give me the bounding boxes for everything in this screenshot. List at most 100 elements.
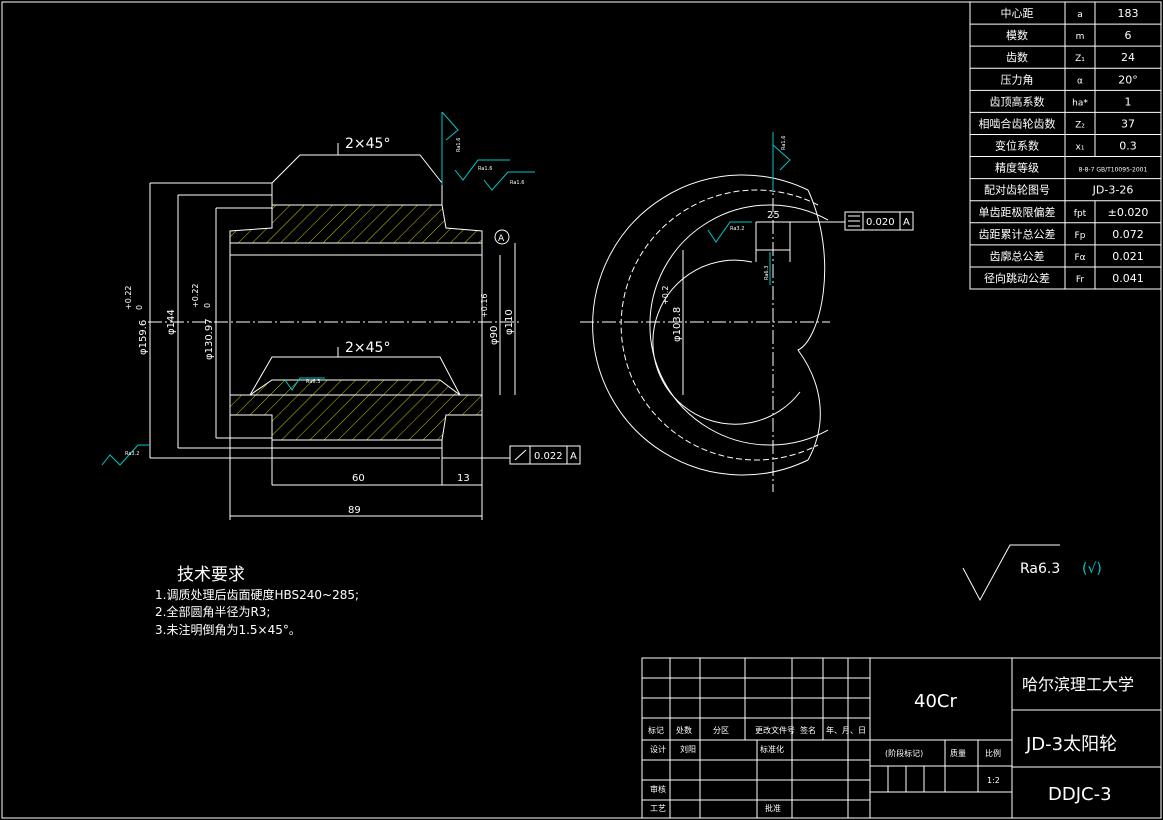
symmetry-value: 0.020	[866, 217, 895, 228]
design-label: 设计	[650, 744, 666, 754]
param-name: 变位系数	[995, 139, 1039, 153]
key-width-dim: 25	[767, 210, 780, 221]
param-value: 0.041	[1112, 272, 1144, 285]
dim-d4: φ90	[489, 326, 500, 345]
runout-value: 0.022	[534, 451, 563, 462]
param-name: 精度等级	[995, 161, 1039, 175]
param-value: 24	[1121, 51, 1135, 64]
roughness-symbol	[284, 377, 325, 391]
roughness-label: Ra3.2	[125, 451, 139, 457]
stage-label: (阶段标记)	[885, 748, 923, 758]
tech-requirements-title: 技术要求	[177, 565, 245, 585]
param-value: 0.021	[1112, 250, 1144, 263]
param-symbol: ha*	[1072, 98, 1088, 108]
dim-d3-tol-lo: 0	[203, 303, 212, 308]
roughness-label: Ra6.3	[306, 379, 320, 385]
param-value: ±0.020	[1108, 206, 1149, 219]
param-symbol: α	[1077, 76, 1083, 86]
param-value: 8-8-7 GB/T10095-2001	[1079, 167, 1148, 174]
param-value: 37	[1121, 117, 1135, 130]
header-zone: 分区	[713, 726, 729, 735]
param-value: 0.072	[1112, 228, 1144, 241]
title-block	[641, 657, 1162, 819]
header-date: 年、月、日	[826, 725, 866, 735]
param-symbol: m	[1076, 32, 1085, 42]
scale-label: 比例	[985, 748, 1001, 758]
param-symbol: fpt	[1074, 209, 1087, 219]
param-value: 6	[1125, 29, 1132, 42]
symmetry-tolerance-frame	[844, 211, 914, 231]
roughness-symbol	[101, 444, 150, 466]
param-value: 1	[1125, 95, 1132, 108]
param-name: 齿数	[1006, 51, 1028, 64]
symmetry-datum: A	[903, 217, 910, 228]
general-roughness-symbol	[962, 544, 1060, 602]
roughness-label: Ra1.6	[478, 166, 492, 172]
lower-section-hatch	[229, 379, 483, 441]
header-qty: 处数	[676, 725, 692, 735]
header-sign: 签名	[800, 725, 816, 735]
param-name: 径向跳动公差	[984, 271, 1050, 285]
param-name: 相啮合齿轮齿数	[979, 116, 1056, 130]
roughness-label: Ra6.3	[764, 266, 770, 280]
roughness-label: Ra1.6	[781, 136, 787, 150]
dim-d1: φ159.6	[138, 320, 149, 355]
designer-name: 刘阳	[680, 744, 696, 754]
roughness-symbol	[483, 171, 535, 191]
tech-requirement-item: 3.未注明倒角为1.5×45°。	[155, 622, 301, 637]
dim-key-dia-tol: +0.2	[661, 286, 670, 305]
param-name: 压力角	[1001, 73, 1034, 86]
param-name: 齿廓总公差	[990, 249, 1045, 263]
front-section-view	[101, 111, 581, 520]
roughness-symbol	[454, 159, 510, 181]
dim-key-dia: φ103.8	[672, 307, 683, 342]
general-roughness-paren: (√)	[1082, 561, 1102, 577]
school-name: 哈尔滨理工大学	[1022, 675, 1134, 694]
weight-label: 质量	[950, 748, 966, 758]
material-label: 40Cr	[914, 691, 957, 712]
runout-tolerance-frame	[509, 445, 581, 465]
param-symbol: Z₂	[1075, 120, 1085, 130]
dim-d4-tol: +0.16	[480, 293, 489, 318]
header-mark: 标记	[648, 725, 664, 735]
bore-arc	[652, 259, 801, 425]
approve-label: 批准	[765, 803, 781, 813]
chamfer-top-label: 2×45°	[345, 136, 390, 152]
param-symbol: Fr	[1076, 275, 1085, 285]
process-label: 工艺	[650, 804, 666, 813]
dim-width-60: 60	[352, 473, 365, 484]
gear-body-edge	[797, 189, 826, 461]
param-name: 单齿距极限偏差	[979, 205, 1056, 219]
roughness-symbol	[772, 132, 791, 190]
standard-label: 标准化	[760, 744, 784, 754]
dim-d1-tol-lo: 0	[135, 305, 144, 310]
dim-width-13: 13	[457, 473, 470, 484]
outer-tooth-arc	[592, 174, 809, 476]
param-symbol: Z₁	[1075, 54, 1085, 64]
roughness-label: Ra1.6	[456, 138, 462, 152]
dim-d5: φ110	[504, 309, 515, 335]
param-value: 183	[1118, 7, 1139, 20]
tech-requirement-item: 2.全部圆角半径为R3;	[155, 604, 270, 619]
general-roughness-label: Ra6.3	[1020, 561, 1060, 577]
roughness-symbol	[441, 111, 459, 185]
part-name: JD-3太阳轮	[1025, 734, 1117, 755]
param-name: 齿顶高系数	[990, 94, 1045, 108]
datum-a-circle	[494, 229, 510, 245]
runout-datum: A	[570, 451, 577, 462]
upper-section-hatch	[229, 204, 483, 244]
datum-a-label: A	[498, 234, 505, 244]
param-name: 中心距	[1001, 7, 1034, 20]
chamfer-mid-label: 2×45°	[345, 340, 390, 356]
dim-d1-tol-up: +0.22	[124, 285, 133, 310]
dim-d2: φ144	[166, 309, 177, 335]
param-value: 20°	[1118, 73, 1138, 86]
dim-d3: φ130.97	[204, 318, 215, 360]
scale-value: 1:2	[987, 776, 1000, 785]
dim-d3-tol-up: +0.22	[191, 283, 200, 308]
dim-width-89: 89	[348, 505, 361, 516]
param-symbol: Fp	[1075, 231, 1086, 241]
